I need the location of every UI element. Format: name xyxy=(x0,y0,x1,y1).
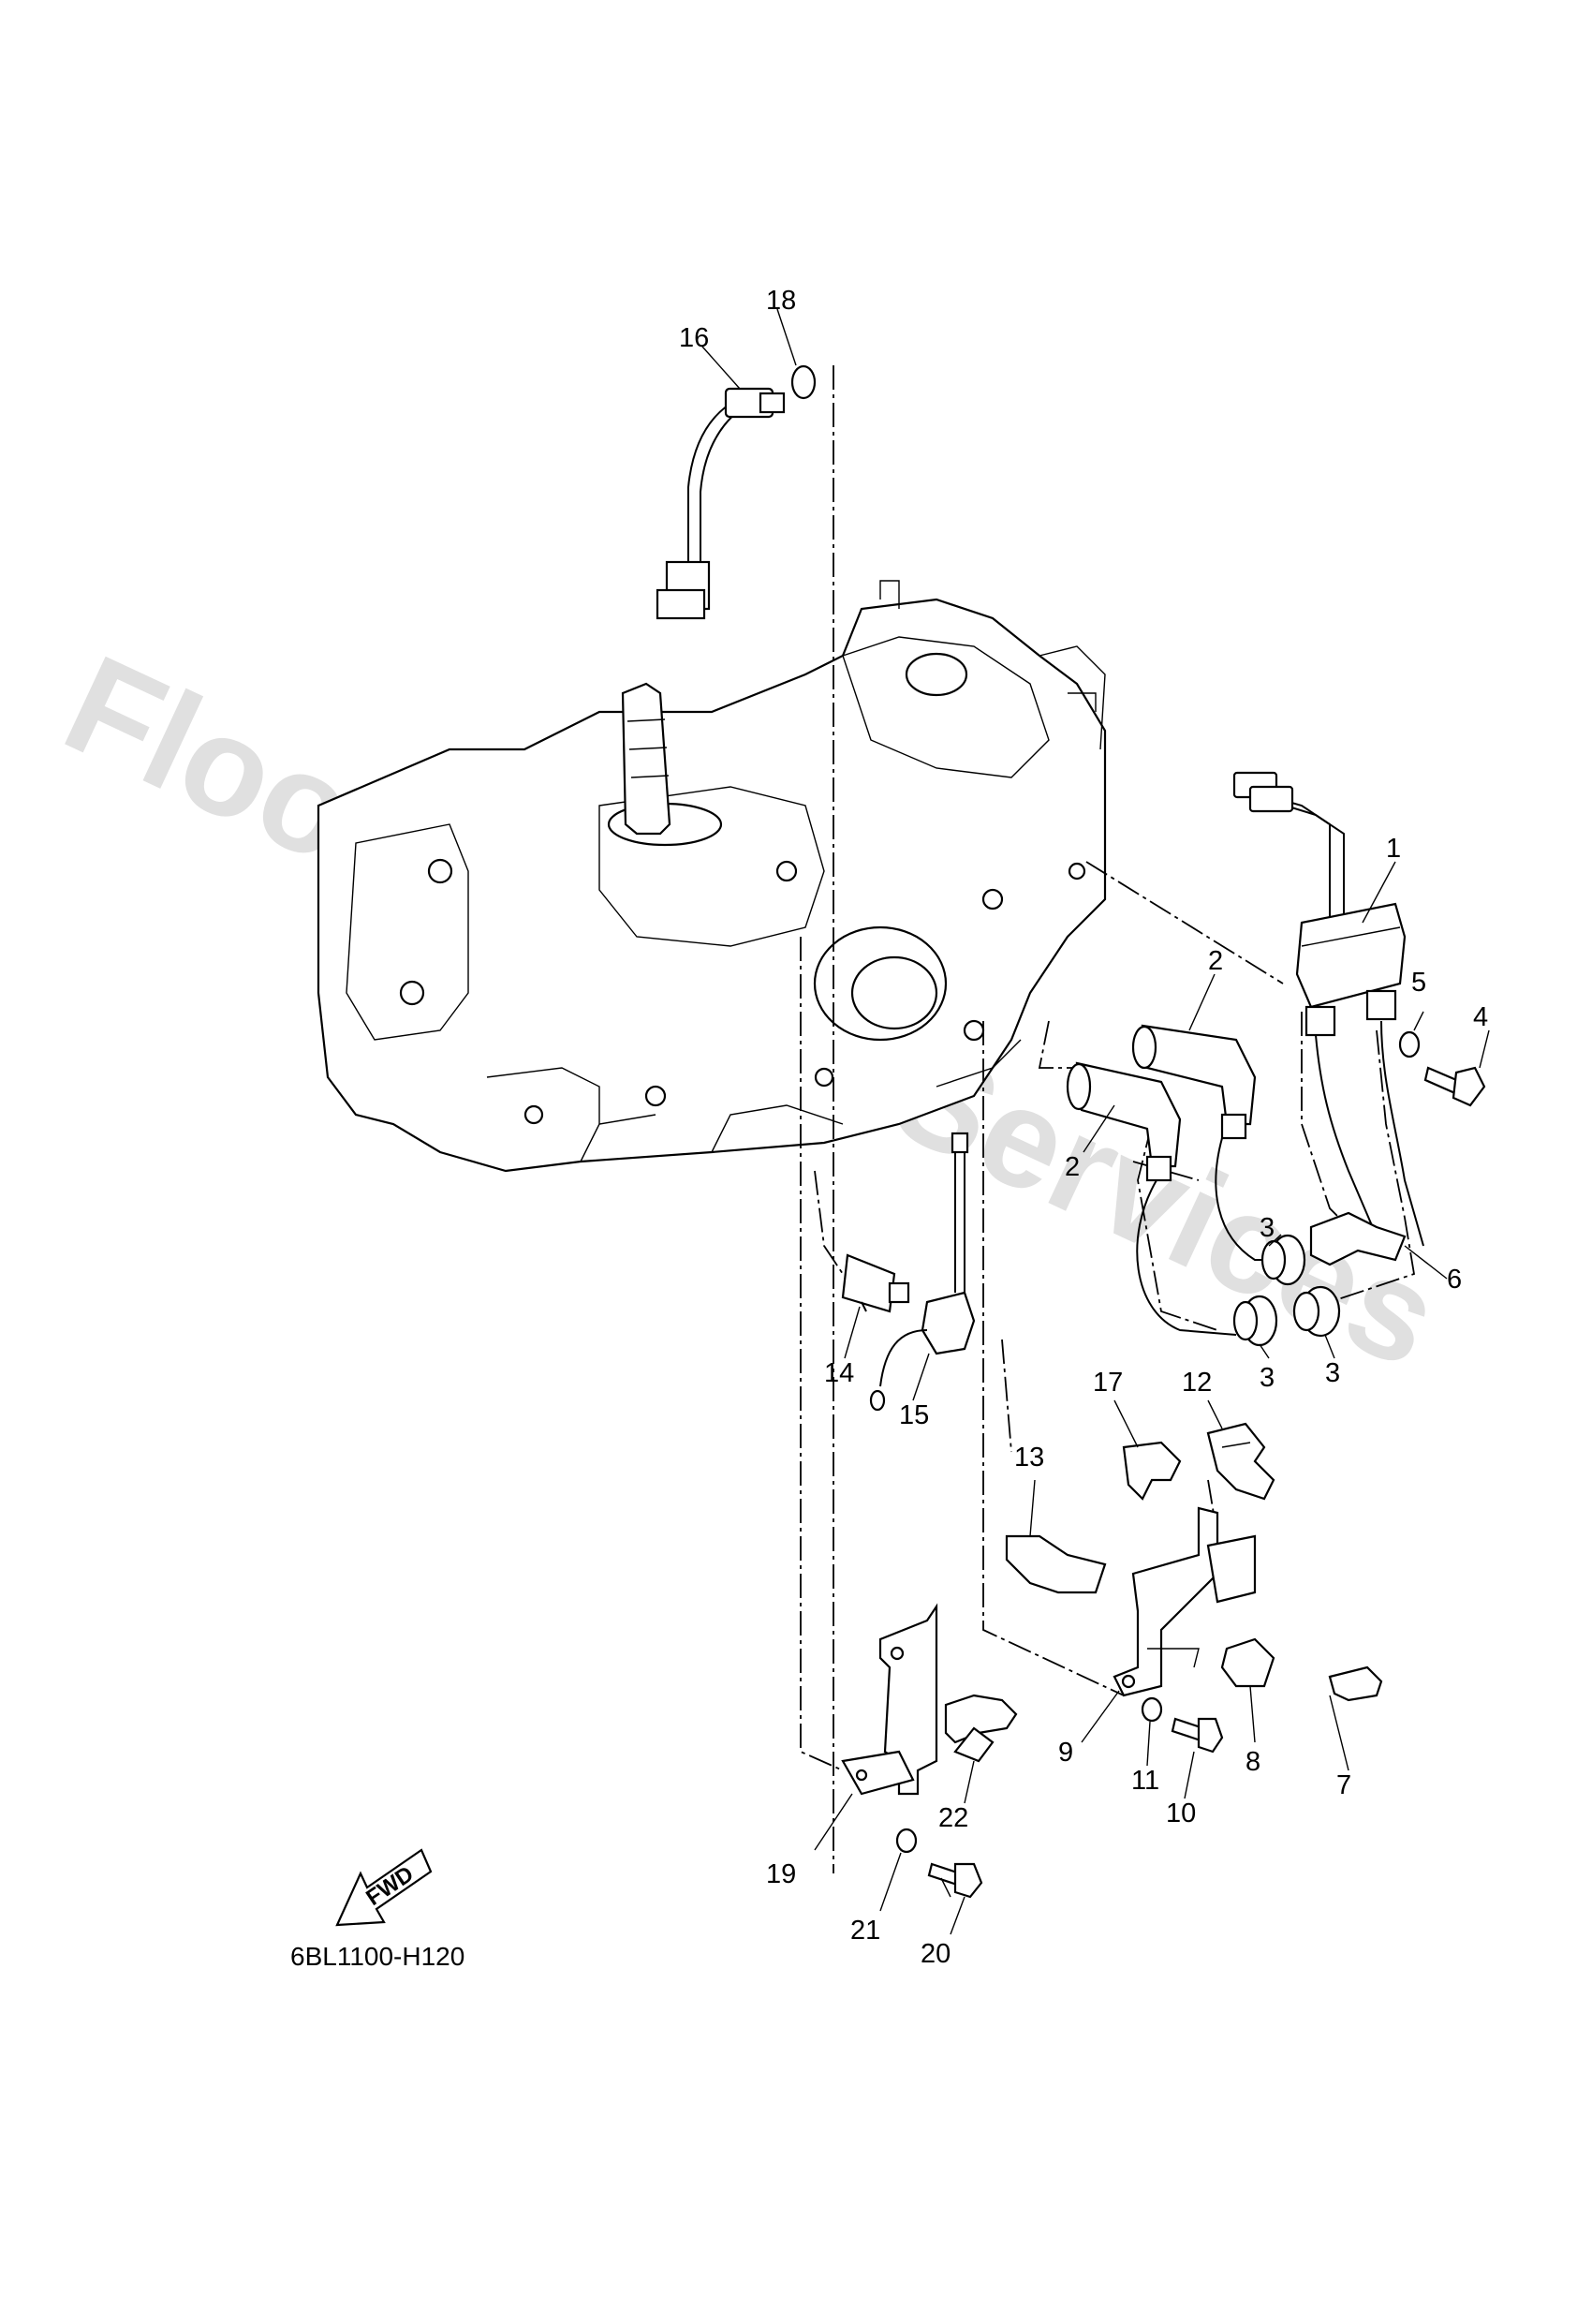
part-15-lead xyxy=(869,1132,976,1412)
callout-16: 16 xyxy=(679,323,709,353)
callout-1: 1 xyxy=(1386,834,1401,864)
part-21-washer xyxy=(895,1828,918,1854)
callout-22: 22 xyxy=(938,1803,968,1833)
callout-21: 21 xyxy=(850,1916,880,1946)
part-1-ignition-coil xyxy=(1232,771,1424,1247)
callout-numbers: 1 2 2 3 3 3 4 5 6 7 8 9 10 11 12 13 14 1… xyxy=(679,286,1488,1969)
part-14-thermo-switch xyxy=(841,1253,910,1313)
callout-2a: 2 xyxy=(1208,946,1223,976)
part-11-washer xyxy=(1141,1696,1163,1723)
leader-lines xyxy=(800,365,1416,1873)
callout-2b: 2 xyxy=(1065,1152,1080,1182)
callout-leaders xyxy=(701,308,1490,1935)
part-7-connector xyxy=(1328,1665,1383,1702)
callout-14: 14 xyxy=(824,1358,854,1388)
high-tension-lead xyxy=(1136,1179,1237,1336)
callout-13: 13 xyxy=(1014,1443,1044,1473)
part-9-bracket xyxy=(1113,1506,1257,1697)
callout-5: 5 xyxy=(1411,968,1426,998)
diagram-code: 6BL1100-H120 xyxy=(290,1942,464,1971)
part-8-bushing xyxy=(1220,1637,1275,1688)
part-13-clamp xyxy=(1005,1534,1107,1594)
callout-18: 18 xyxy=(766,286,796,316)
callout-8: 8 xyxy=(1245,1747,1260,1777)
part-18-o-ring xyxy=(790,364,817,400)
engine-block xyxy=(317,580,1107,1173)
callout-6: 6 xyxy=(1447,1265,1462,1295)
part-2-plug-cap-lower xyxy=(1066,1061,1182,1182)
callout-3a: 3 xyxy=(1260,1213,1275,1243)
part-2-plug-cap-upper xyxy=(1131,1024,1257,1140)
part-4-bolt xyxy=(1423,1066,1486,1107)
callout-3c: 3 xyxy=(1325,1358,1340,1388)
callout-12: 12 xyxy=(1182,1368,1212,1398)
part-10-bolt xyxy=(1171,1717,1224,1754)
callout-19: 19 xyxy=(766,1859,796,1889)
callout-15: 15 xyxy=(899,1400,929,1430)
callout-7: 7 xyxy=(1336,1770,1351,1800)
part-19-bracket xyxy=(841,1603,938,1796)
part-5-washer xyxy=(1398,1030,1421,1058)
callout-10: 10 xyxy=(1166,1799,1196,1828)
part-17-clamp xyxy=(1122,1441,1182,1501)
high-tension-lead-2 xyxy=(1215,1137,1274,1261)
callout-17: 17 xyxy=(1093,1368,1123,1398)
fwd-arrow-icon: FWD xyxy=(335,1848,433,1927)
part-3-grommet-c xyxy=(1292,1285,1341,1338)
callout-11: 11 xyxy=(1131,1766,1159,1796)
part-16-sensor-lead xyxy=(656,387,786,620)
part-3-grommet-b xyxy=(1232,1295,1278,1347)
part-3-grommet-a xyxy=(1260,1234,1306,1286)
callout-9: 9 xyxy=(1058,1738,1073,1768)
part-20-bolt xyxy=(927,1862,983,1899)
part-22-clamp xyxy=(944,1694,1018,1763)
callout-4: 4 xyxy=(1473,1002,1488,1032)
callout-20: 20 xyxy=(921,1939,951,1969)
part-12-clamp xyxy=(1206,1422,1275,1501)
callout-3b: 3 xyxy=(1260,1363,1275,1393)
part-6-holder xyxy=(1309,1211,1407,1266)
